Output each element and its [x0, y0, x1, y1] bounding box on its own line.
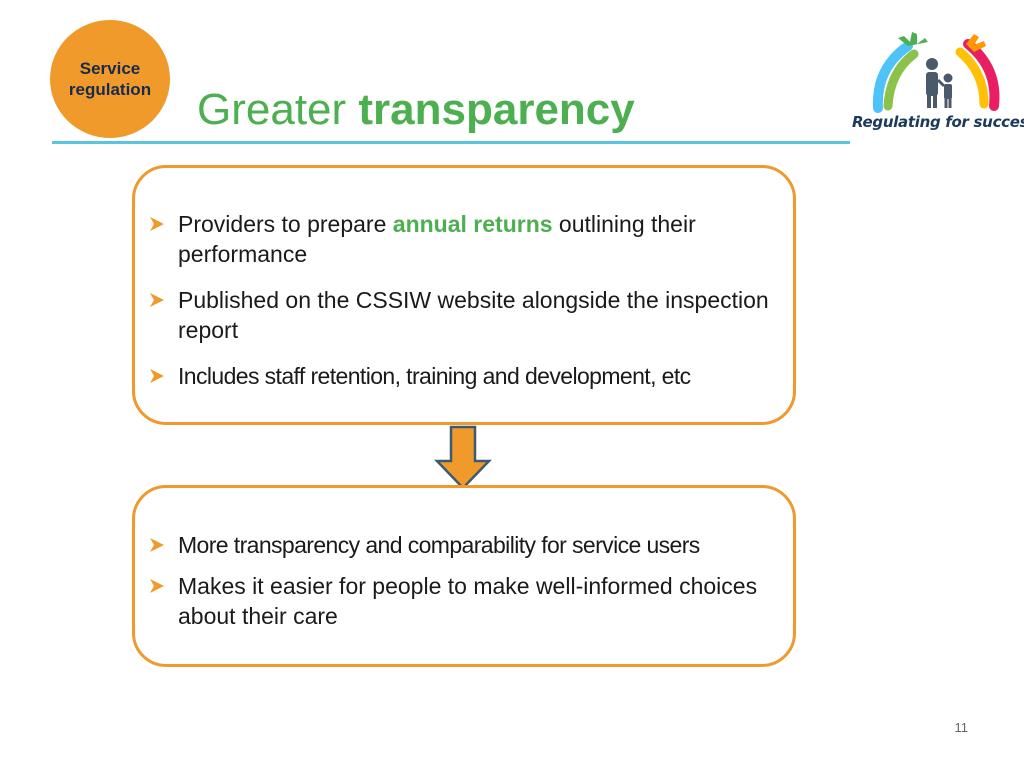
bullet-list-lower: More transparency and comparability for …	[148, 530, 783, 642]
section-badge: Service regulation	[50, 20, 170, 138]
badge-line-2: regulation	[68, 80, 152, 99]
bullet-annual-returns: Providers to prepare annual returns outl…	[148, 209, 773, 269]
logo-tagline: Regulating for success	[852, 113, 1024, 131]
content-box-upper: Providers to prepare annual returns outl…	[132, 165, 796, 425]
bullet-text-before: Providers to prepare	[178, 211, 393, 237]
bullet-highlight: annual returns	[392, 211, 553, 237]
bullet-arrow-icon	[150, 293, 164, 307]
bullet-text: More transparency and comparability for …	[178, 532, 700, 558]
page-number: 11	[954, 720, 969, 735]
bullet-text-after: outlining their performance	[178, 211, 696, 267]
bullet-text: Published on the CSSIW website alongside…	[178, 287, 769, 343]
bullet-published: Published on the CSSIW website alongside…	[148, 285, 773, 345]
bullet-text: Includes staff retention, training and d…	[178, 363, 691, 389]
bullet-arrow-icon	[150, 217, 164, 231]
content-box-lower: More transparency and comparability for …	[132, 485, 796, 667]
title-normal: Greater	[197, 85, 359, 134]
title-underline	[52, 141, 850, 144]
hands-family-logo-icon	[872, 32, 1000, 113]
bullet-easier-choices: Makes it easier for people to make well-…	[148, 571, 783, 631]
badge-line-1: Service	[79, 59, 141, 78]
bullet-includes: Includes staff retention, training and d…	[148, 361, 773, 391]
bullet-arrow-icon	[150, 369, 164, 383]
bullet-list-upper: Providers to prepare annual returns outl…	[148, 209, 773, 407]
bullet-arrow-icon	[150, 579, 164, 593]
bullet-arrow-icon	[150, 538, 164, 552]
title-bold: transparency	[358, 85, 635, 134]
bullet-more-transparency: More transparency and comparability for …	[148, 530, 783, 560]
slide-title: Greater transparency	[197, 84, 635, 136]
bullet-text: Makes it easier for people to make well-…	[178, 573, 758, 629]
down-arrow-icon	[434, 425, 492, 490]
